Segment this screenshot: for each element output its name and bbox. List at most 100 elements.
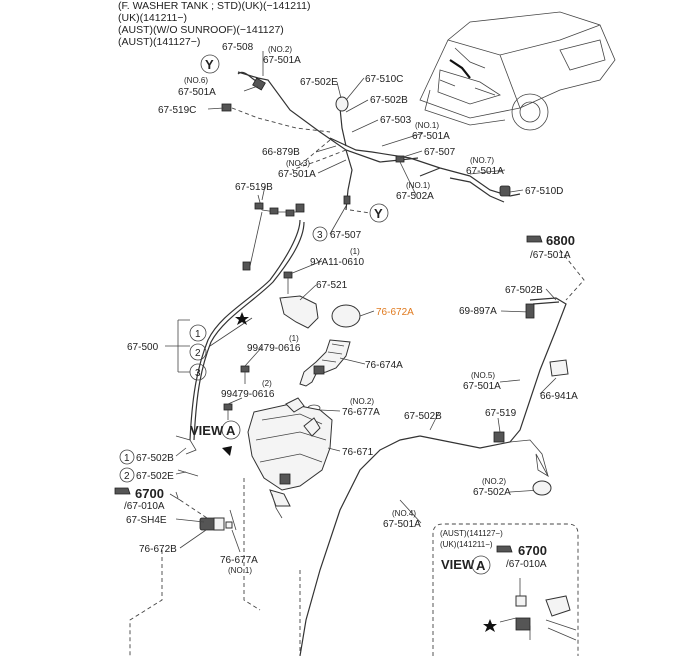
label-76-671: 76-671 bbox=[342, 447, 374, 458]
right-hose-assembly bbox=[299, 249, 585, 657]
label-67-507-mid: 67-507 bbox=[330, 230, 362, 241]
header-line-1: (F. WASHER TANK ; STD)(UK)(−141211) bbox=[118, 0, 310, 12]
label-67-502b-left: 67-502B bbox=[136, 453, 174, 464]
label-67-519b: 67-519B bbox=[235, 182, 273, 193]
label-no1-a: (NO.1) bbox=[415, 121, 439, 130]
callout-1-text: 1 bbox=[195, 329, 201, 340]
label-67-500: 67-500 bbox=[127, 342, 159, 353]
label-76-677a-mid: 76-677A bbox=[342, 407, 380, 418]
label-67-501a-6800: /67-501A bbox=[530, 250, 571, 261]
callout-3b-text: 3 bbox=[195, 368, 201, 379]
diagram-header: (F. WASHER TANK ; STD)(UK)(−141211) (UK)… bbox=[118, 0, 310, 48]
label-67-502b-top: 67-502B bbox=[370, 95, 408, 106]
label-76-672a: 76-672A bbox=[376, 307, 414, 318]
view-y-marker-top bbox=[200, 54, 220, 74]
label-99479-0616-a: 99479-0616 bbox=[247, 343, 301, 354]
inset-view-circle bbox=[471, 555, 491, 575]
label-no1-c: (NO.1) bbox=[228, 566, 252, 575]
marker-y-top: Y bbox=[205, 57, 214, 72]
label-99479-0616-b: 99479-0616 bbox=[221, 389, 275, 400]
bolt-99479-b bbox=[223, 403, 233, 420]
label-67-501a-top: 67-501A bbox=[263, 55, 301, 66]
star-marker-icon bbox=[483, 619, 497, 632]
bolt-99479-a bbox=[240, 365, 250, 384]
clip-group-519b bbox=[242, 194, 305, 271]
connector-icon bbox=[526, 235, 543, 243]
vehicle-illustration bbox=[419, 11, 616, 131]
callout-2-circle bbox=[189, 343, 207, 361]
callout-1b-circle bbox=[119, 449, 135, 465]
connector-icon bbox=[114, 487, 131, 495]
label-no1-b: (NO.1) bbox=[406, 181, 430, 190]
fasteners bbox=[223, 271, 293, 420]
label-67-521: 67-521 bbox=[316, 280, 348, 291]
label-no3: (NO.3) bbox=[286, 159, 310, 168]
marker-y-mid: Y bbox=[374, 206, 383, 221]
callout-3-circle bbox=[189, 363, 207, 381]
label-q1: (1) bbox=[350, 247, 360, 256]
label-69-897a: 69-897A bbox=[459, 306, 497, 317]
label-66-941a: 66-941A bbox=[540, 391, 578, 402]
label-67-501a-no6: 67-501A bbox=[178, 87, 216, 98]
inset-view-a: (AUST)(141127−) (UK)(141211−) 6700 /67-0… bbox=[432, 523, 579, 656]
view-arrow-icon bbox=[222, 446, 232, 456]
bolt-9ya11 bbox=[283, 271, 293, 294]
view-a-label: VIEW bbox=[190, 423, 224, 438]
callout-2b-circle bbox=[119, 467, 135, 483]
header-line-3: (AUST)(W/O SUNROOF)(−141127) bbox=[118, 24, 284, 36]
label-67-010a-left: /67-010A bbox=[124, 501, 165, 512]
inset-part-010a: /67-010A bbox=[506, 559, 547, 570]
leader-lines bbox=[165, 51, 557, 553]
label-no4: (NO.4) bbox=[392, 509, 416, 518]
label-67-sh4e: 67-SH4E bbox=[126, 515, 167, 526]
inset-note-2: (UK)(141211−) bbox=[440, 540, 493, 549]
label-67-510d: 67-510D bbox=[525, 186, 563, 197]
callout-3-marker bbox=[312, 226, 328, 242]
callout-3-text: 3 bbox=[317, 230, 323, 241]
callout-markers: Y Y 3 1 2 3 1 2 A VIEW bbox=[114, 54, 543, 501]
label-no2-c: (NO.2) bbox=[482, 477, 506, 486]
label-76-672b: 76-672B bbox=[139, 544, 177, 555]
label-76-674a: 76-674A bbox=[365, 360, 403, 371]
label-67-502e-top: 67-502E bbox=[300, 77, 338, 88]
label-no6: (NO.6) bbox=[184, 76, 208, 85]
label-67-502a-bot: 67-502A bbox=[473, 487, 511, 498]
washer-tank-assembly bbox=[247, 295, 361, 519]
label-no2-b: (NO.2) bbox=[350, 397, 374, 406]
label-67-507-top: 67-507 bbox=[424, 147, 456, 158]
label-6800-top: 6800 bbox=[546, 233, 575, 248]
label-67-502b-right: 67-502B bbox=[505, 285, 543, 296]
view-a-circle bbox=[221, 420, 241, 440]
left-hose-67-500 bbox=[175, 219, 305, 531]
callout-1-circle bbox=[189, 324, 207, 342]
label-67-501a-no5: 67-501A bbox=[463, 381, 501, 392]
label-6700-left: 6700 bbox=[135, 486, 164, 501]
part-labels: 67-508 (NO.2) 67-501A (NO.6) 67-501A 67-… bbox=[124, 42, 578, 575]
label-67-508: 67-508 bbox=[222, 42, 254, 53]
label-q1-b: (1) bbox=[289, 334, 299, 343]
callout-1b-text: 1 bbox=[124, 453, 130, 464]
label-67-501a-no1: 67-501A bbox=[412, 131, 450, 142]
label-67-519: 67-519 bbox=[485, 408, 517, 419]
label-67-503: 67-503 bbox=[380, 115, 412, 126]
view-y-marker-mid bbox=[369, 203, 389, 223]
inset-note-1: (AUST)(141127−) bbox=[440, 529, 503, 538]
label-no7: (NO.7) bbox=[470, 156, 494, 165]
upper-hose-assembly bbox=[221, 71, 521, 214]
label-q2: (2) bbox=[262, 379, 272, 388]
label-67-501a-no3: 67-501A bbox=[278, 169, 316, 180]
connector-icon bbox=[496, 545, 513, 553]
header-line-4: (AUST)(141127−) bbox=[118, 36, 200, 48]
label-67-519c: 67-519C bbox=[158, 105, 196, 116]
label-76-677a-bot: 76-677A bbox=[220, 555, 258, 566]
label-67-510c: 67-510C bbox=[365, 74, 403, 85]
callout-2b-text: 2 bbox=[124, 471, 130, 482]
label-67-502a-top: 67-502A bbox=[396, 191, 434, 202]
label-67-502e-left: 67-502E bbox=[136, 471, 174, 482]
callout-2-text: 2 bbox=[195, 348, 201, 359]
inset-view-letter: A bbox=[476, 558, 486, 573]
label-no2-a: (NO.2) bbox=[268, 45, 292, 54]
star-marker-icon bbox=[235, 312, 249, 325]
